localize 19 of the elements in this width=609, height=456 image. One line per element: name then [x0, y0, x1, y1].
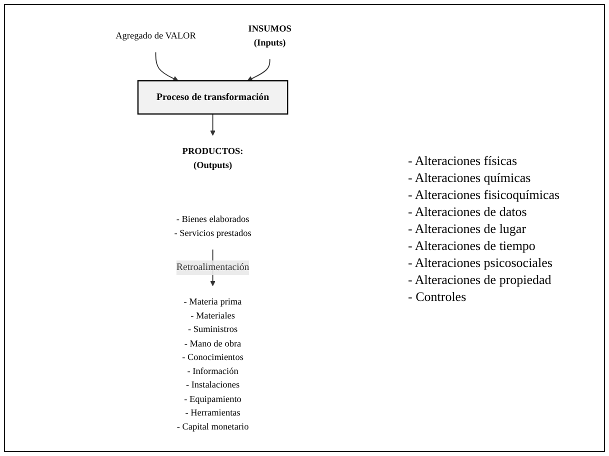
node-text: - Bienes elaborados - Servicios prestados — [174, 214, 252, 238]
node-text: - Materia prima - Materiales - Suministros - Mano de obra - Conocimientos - Información - Instalaciones - Equipamiento - Herramientas - Capital monetario — [176, 297, 249, 432]
node-box: Proceso de transformación — [137, 80, 288, 115]
arrow — [155, 52, 178, 82]
arrow — [247, 58, 270, 82]
list-item: - Controles — [408, 288, 468, 304]
list-item: - Alteraciones químicas — [408, 168, 532, 186]
list-item: - Alteraciones físicas — [408, 152, 518, 168]
list-item: - Alteraciones de lugar — [408, 220, 528, 236]
list-item: - Alteraciones de datos — [408, 202, 528, 220]
list-item: - Alteraciones psicosociales — [408, 254, 554, 270]
list-item: - Alteraciones de tiempo — [408, 236, 536, 254]
node-text: PRODUCTOS: (Outputs) — [182, 146, 244, 170]
edge-label: Retroalimentación — [176, 262, 250, 273]
node-text: INSUMOS (Inputs) — [248, 24, 292, 48]
arrow — [210, 114, 216, 136]
list-item: - Alteraciones fisicoquímicas — [408, 186, 561, 202]
node-text: Agregado de VALOR — [116, 30, 196, 41]
list-item: - Alteraciones de propiedad — [408, 270, 552, 288]
